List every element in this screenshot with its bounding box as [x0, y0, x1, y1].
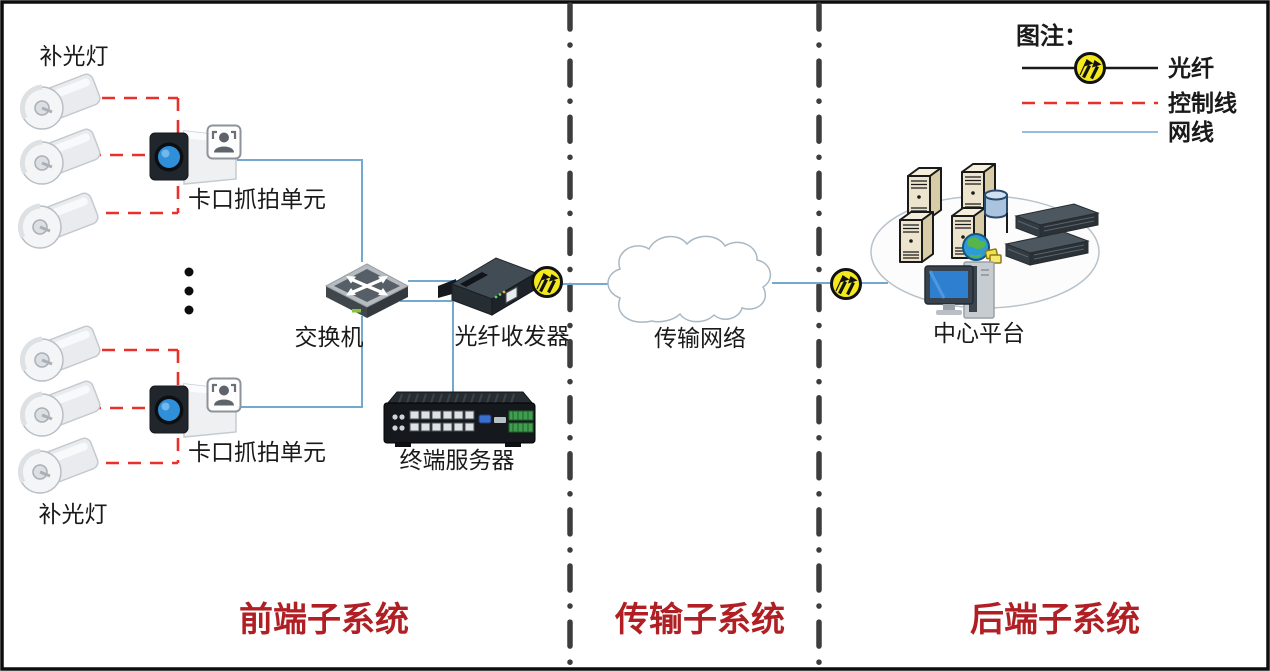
- net-switch-terminal: [400, 300, 454, 394]
- fiber-connector-icon: [530, 265, 564, 299]
- network-cloud: [607, 235, 772, 323]
- center-platform-label: 中心平台: [933, 320, 1025, 346]
- fill-light-icon: [19, 72, 102, 248]
- capture-camera-icon: [149, 377, 242, 438]
- switch-icon: [324, 263, 410, 318]
- fill-light-top-label: 补光灯: [40, 43, 109, 69]
- fiber-connector-icon: [1073, 51, 1107, 85]
- legend-control-label: 控制线: [1168, 90, 1237, 116]
- fiber-connector-icon: [829, 267, 863, 301]
- zone-transmission-label: 传输子系统: [614, 601, 785, 639]
- capture-camera-icon: [149, 124, 242, 185]
- zone-front-label: 前端子系统: [239, 601, 409, 639]
- terminal-server-icon: [383, 391, 536, 447]
- net-camera2-switch: [237, 316, 363, 408]
- ellipsis-dots: [184, 267, 194, 315]
- transmission-network-label: 传输网络: [654, 325, 746, 351]
- legend-network-label: 网线: [1168, 119, 1214, 145]
- capture-unit-bottom-label: 卡口抓拍单元: [188, 439, 326, 465]
- fiber-transceiver-label: 光纤收发器: [455, 323, 570, 349]
- net-camera1-switch: [237, 159, 363, 262]
- workstation-icon: [924, 261, 995, 319]
- fill-light-bottom-label: 补光灯: [39, 501, 108, 527]
- legend-fiber-label: 光纤: [1167, 55, 1214, 81]
- server-tower-icon: [899, 211, 934, 263]
- server-tower-icon: [907, 167, 942, 219]
- center-platform-icon: [870, 163, 1100, 319]
- fill-light-icon: [19, 324, 102, 493]
- terminal-server-label: 终端服务器: [400, 447, 515, 473]
- switch-label: 交换机: [295, 324, 364, 350]
- legend-title: 图注：: [1016, 22, 1088, 50]
- legend: 图注： 光纤 控制线 网线: [1016, 22, 1237, 145]
- capture-unit-top-label: 卡口抓拍单元: [188, 186, 326, 212]
- zone-back-label: 后端子系统: [970, 601, 1140, 639]
- globe-icon: [962, 233, 1002, 264]
- database-icon: [984, 189, 1008, 233]
